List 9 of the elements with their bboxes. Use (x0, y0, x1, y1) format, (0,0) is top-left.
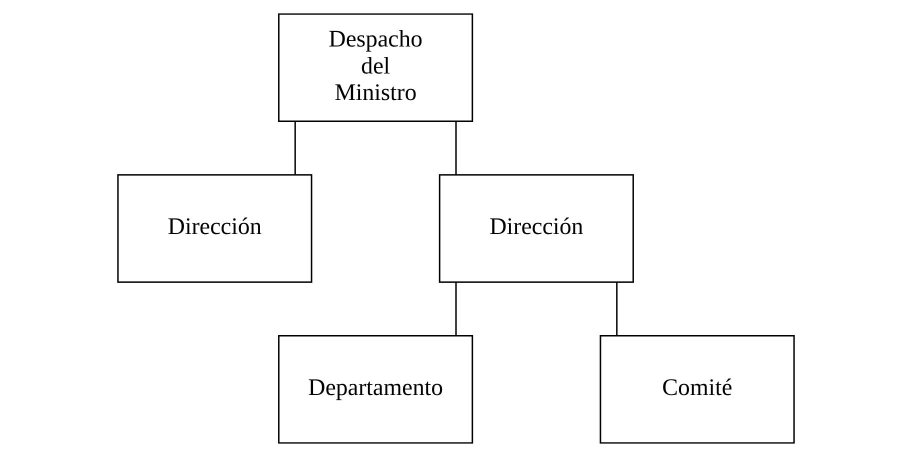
node-box: Dirección (438, 174, 634, 283)
node-box: Departamento (278, 334, 474, 444)
node-box: Despacho del Ministro (278, 13, 474, 122)
connector (294, 122, 296, 174)
connector (455, 122, 457, 174)
node-box: Comité (600, 334, 795, 444)
connector (616, 282, 618, 336)
node-box: Dirección (117, 174, 312, 283)
connector (455, 282, 457, 336)
